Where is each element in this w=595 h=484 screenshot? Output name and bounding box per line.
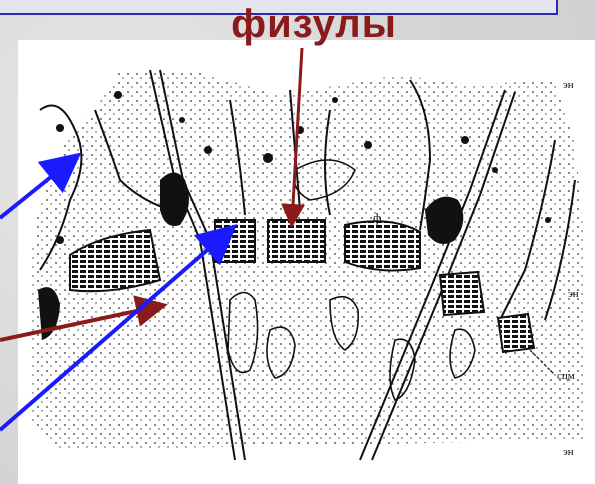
title-label: физулы [216,2,412,47]
annotation-scm: сцм [557,370,575,382]
annotation-en-top: эн [563,79,574,91]
annotation-en-right: эн [568,288,579,300]
annotation-phi: ф [373,210,381,225]
annotation-en-bottom: эн [563,446,574,458]
